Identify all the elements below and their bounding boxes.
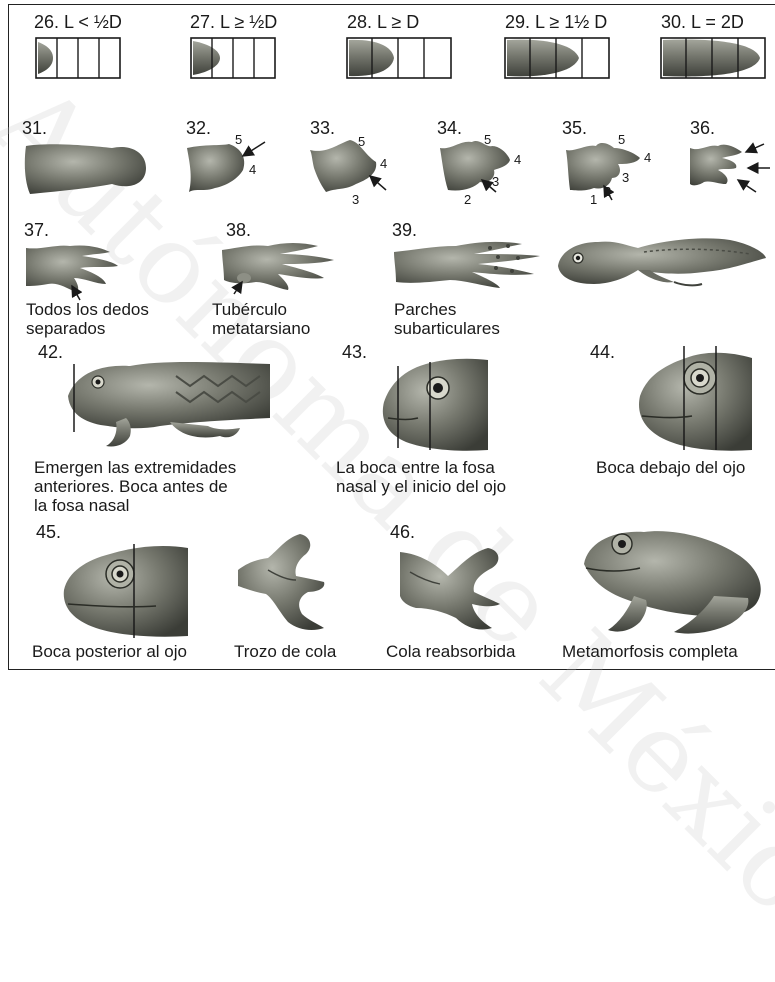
- stage-28-disc-diagram: [346, 36, 454, 80]
- stage-37-caption: Todos los dedos separados: [26, 300, 149, 338]
- tadpole-with-hindlimbs: [554, 226, 768, 296]
- tail-absorbed-legs: [396, 542, 536, 638]
- toe-3: 3: [492, 174, 499, 189]
- stage-37-label: 37.: [24, 220, 49, 241]
- toe-3: 3: [622, 170, 629, 185]
- stage-29-label: 29. L ≥ 1½ D: [505, 12, 607, 33]
- stage-34-limb-bud: 5 4 3 2: [434, 134, 544, 214]
- stage-33-limb-bud: 5 4 3: [306, 134, 406, 214]
- stage-38-foot: [218, 236, 342, 296]
- stage-30-label: 30. L = 2D: [661, 12, 744, 33]
- toe-5: 5: [484, 132, 491, 147]
- stage-43-head: [378, 356, 494, 452]
- stage-28-label: 28. L ≥ D: [347, 12, 419, 33]
- toe-4: 4: [514, 152, 521, 167]
- toe-2: 2: [604, 184, 611, 199]
- stage-37-foot: [22, 240, 132, 300]
- stage-43-label: 43.: [342, 342, 367, 363]
- stage-42-froglet: [60, 356, 272, 456]
- toe-4: 4: [644, 150, 651, 165]
- stage-27-label: 27. L ≥ ½D: [190, 12, 277, 33]
- stage-26-disc-diagram: [35, 36, 121, 80]
- stage-32-limb-bud: 5 4: [185, 134, 285, 204]
- tail-stub-caption: Trozo de cola: [234, 642, 336, 661]
- stage-31-label: 31.: [22, 118, 47, 139]
- stage-26-label: 26. L < ½D: [34, 12, 122, 33]
- toe-5: 5: [618, 132, 625, 147]
- toe-1: 1: [590, 192, 597, 207]
- stage-27-disc-diagram: [190, 36, 276, 80]
- stage-44-head: [632, 338, 758, 454]
- stage-46-caption: Cola reabsorbida: [386, 642, 515, 661]
- toe-2: 2: [464, 192, 471, 207]
- stage-42-caption: Emergen las extremidades anteriores. Boc…: [34, 458, 236, 515]
- toe-4: 4: [380, 156, 387, 171]
- toe-5: 5: [235, 132, 242, 147]
- stage-38-caption: Tubérculo metatarsiano: [212, 300, 310, 338]
- toe-5: 5: [358, 134, 365, 149]
- stage-39-caption: Parches subarticulares: [394, 300, 500, 338]
- stage-46-label: 46.: [390, 522, 415, 543]
- stage-45-head: [56, 540, 192, 640]
- stage-29-disc-diagram: [504, 36, 612, 80]
- adult-frog: [574, 516, 768, 640]
- stage-31-limb-bud: [22, 140, 162, 200]
- stage-44-caption: Boca debajo del ojo: [596, 458, 745, 477]
- toe-4: 4: [249, 162, 256, 177]
- stage-39-foot: [390, 238, 550, 294]
- toe-3: 3: [352, 192, 359, 207]
- stage-45-caption: Boca posterior al ojo: [32, 642, 187, 661]
- stage-30-disc-diagram: [660, 36, 768, 80]
- stage-44-label: 44.: [590, 342, 615, 363]
- adult-frog-caption: Metamorfosis completa: [562, 642, 738, 661]
- stage-36-limb-bud: [686, 134, 775, 204]
- stage-35-limb-bud: 5 4 3 2 1: [560, 134, 670, 214]
- tail-stub-legs: [234, 530, 354, 636]
- stage-43-caption: La boca entre la fosa nasal y el inicio …: [336, 458, 506, 496]
